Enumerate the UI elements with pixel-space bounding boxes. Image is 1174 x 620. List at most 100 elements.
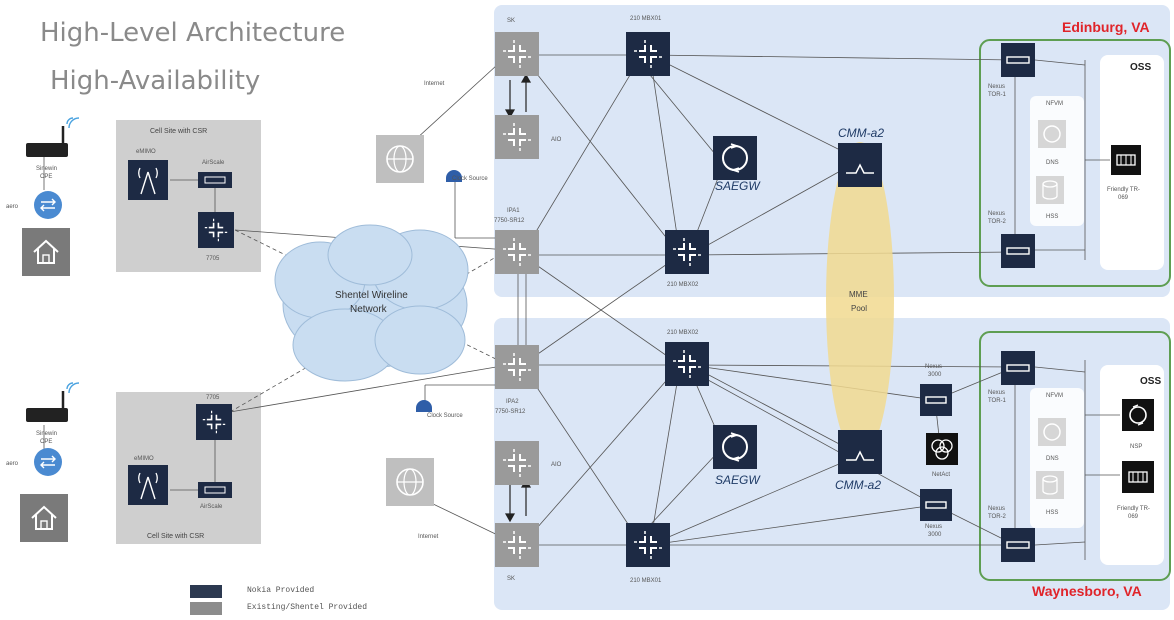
cell-site-label-top: Cell Site with CSR [150,128,207,135]
nexus-tor2-top-icon [1001,234,1035,268]
aio-label-bottom: AIO [551,462,562,468]
cpe-label-top: CPE [40,174,52,180]
ipa2-router-icon [495,345,539,389]
netact-icon [926,433,958,465]
cmm-label-bottom: CMM-a2 [835,478,881,492]
hss-label-bottom: HSS [1046,510,1058,516]
ipa1-label: IPA1 [507,208,520,214]
nexus-tor2-label-top: Nexus [988,211,1005,217]
nsp-icon [1122,399,1154,431]
shentel-wireline-cloud [274,224,469,382]
saegw-label-top: SAEGW [715,179,761,193]
sk-label-top: SK [507,18,515,24]
legend-swatch-existing [190,602,222,615]
saegw-label-bottom: SAEGW [715,473,761,487]
cpe-label-bottom: CPE [40,439,52,445]
mbx01-top-router-icon [626,32,670,76]
nexus-tor2-label-bottom: Nexus [988,506,1005,512]
nexus-3000-top-icon [920,384,952,416]
dns-label-top: DNS [1046,160,1059,166]
dns-bottom-icon [1038,418,1066,446]
site-label-edinburg: Edinburg, VA [1062,19,1150,35]
sk-aio-arrows [504,73,532,523]
sk-router-bottom-icon [495,523,539,567]
aero-switch-bottom-icon [34,448,62,476]
site-panel-top [494,5,1170,297]
internet-globe-top [376,135,424,183]
mbx02-label-mid: 210 MBX02 [667,330,699,336]
mbx02-top-router-icon [665,230,709,274]
oss-label-top: OSS [1130,62,1151,73]
dns-top-icon [1038,120,1066,148]
mbx01-label-bottom: 210 MBX01 [630,578,662,584]
nsp-label: NSP [1130,444,1142,450]
aero-switch-top-icon [34,191,62,219]
airscale-top-icon [198,172,232,188]
nexus-3000-bottom-icon [920,489,952,521]
nexus-tor1-label-top-2: TOR-1 [988,92,1007,98]
emimo-label-bottom: eMIMO [134,456,154,462]
nexus-tor1-top-icon [1001,43,1035,77]
nexus-tor2-label-top-2: TOR-2 [988,219,1007,225]
nexus-tor1-label-top: Nexus [988,84,1005,90]
router-7705-label-bottom: 7705 [206,395,220,401]
aero-label-top: aero [6,204,19,210]
legend-label-nokia: Nokia Provided [247,586,315,595]
cmm-bottom-icon [838,430,882,474]
sinewin-label-bottom: Sinewin [36,431,57,437]
site-label-waynesboro: Waynesboro, VA [1032,583,1142,599]
ipa1-router-icon [495,230,539,274]
cloud-label-line2: Network [350,304,388,315]
ipa2-model-label: 7750-SR12 [495,409,526,415]
nfvm-label-bottom: NFVM [1046,393,1063,399]
saegw-top-icon [713,136,757,180]
mbx02-label-top: 210 MBX02 [667,282,699,288]
internet-globe-bottom [386,458,434,506]
cpe-router-bottom-icon [26,382,80,422]
saegw-bottom-icon [713,425,757,469]
nexus-tor2-label-bottom-2: TOR-2 [988,514,1007,520]
cell-site-label-bottom: Cell Site with CSR [147,533,204,540]
clock-source-bottom [416,400,432,412]
friendly-label-bottom: Friendly TR- [1117,506,1150,512]
sk-router-top-icon [495,32,539,76]
friendly-label-top: Friendly TR- [1107,187,1140,193]
internet-label-bottom: Internet [418,534,439,540]
clock-source-label-bottom: Clock Source [427,413,463,419]
hss-top-icon [1036,176,1064,204]
clock-source-label-top: Clock Source [452,176,488,182]
nexus-tor1-label-bottom-2: TOR-1 [988,398,1007,404]
nexus-3000-label-top: Nexus [925,364,942,370]
emimo-bottom-icon [128,465,168,505]
emimo-top-icon [128,160,168,200]
emimo-label-top: eMIMO [136,149,156,155]
aio-label-top: AIO [551,137,562,143]
airscale-label-bottom: AirScale [200,504,223,510]
sk-label-bottom: SK [507,576,515,582]
dc-frame-top [979,39,1171,287]
friendly-tr069-top-icon [1111,145,1141,175]
legend-label-existing: Existing/Shentel Provided [247,603,368,612]
nexus-3000-label-bottom: Nexus [925,524,942,530]
friendly-tr069-bottom-icon [1122,461,1154,493]
cloud-label-line1: Shentel Wireline [335,290,408,301]
nexus-3000-label-bottom-2: 3000 [928,532,942,538]
mme-pool [826,142,894,458]
mbx02-bottom-router-icon [665,342,709,386]
aero-label-bottom: aero [6,461,19,467]
friendly-label-bottom-2: 069 [1128,514,1139,520]
cmm-label-top: CMM-a2 [838,126,884,140]
mbx01-bottom-router-icon [626,523,670,567]
aio-router-top-icon [495,115,539,159]
page-subtitle: High-Availability [50,66,261,96]
oss-label-bottom: OSS [1140,376,1161,387]
internet-label-top: Internet [424,81,445,87]
hss-label-top: HSS [1046,214,1058,220]
legend-swatch-nokia [190,585,222,598]
airscale-bottom-icon [198,482,232,498]
nexus-tor1-label-bottom: Nexus [988,390,1005,396]
mme-pool-label: MME [849,290,868,299]
nexus-3000-label-top-2: 3000 [928,372,942,378]
cpe-router-top-icon [26,117,80,157]
